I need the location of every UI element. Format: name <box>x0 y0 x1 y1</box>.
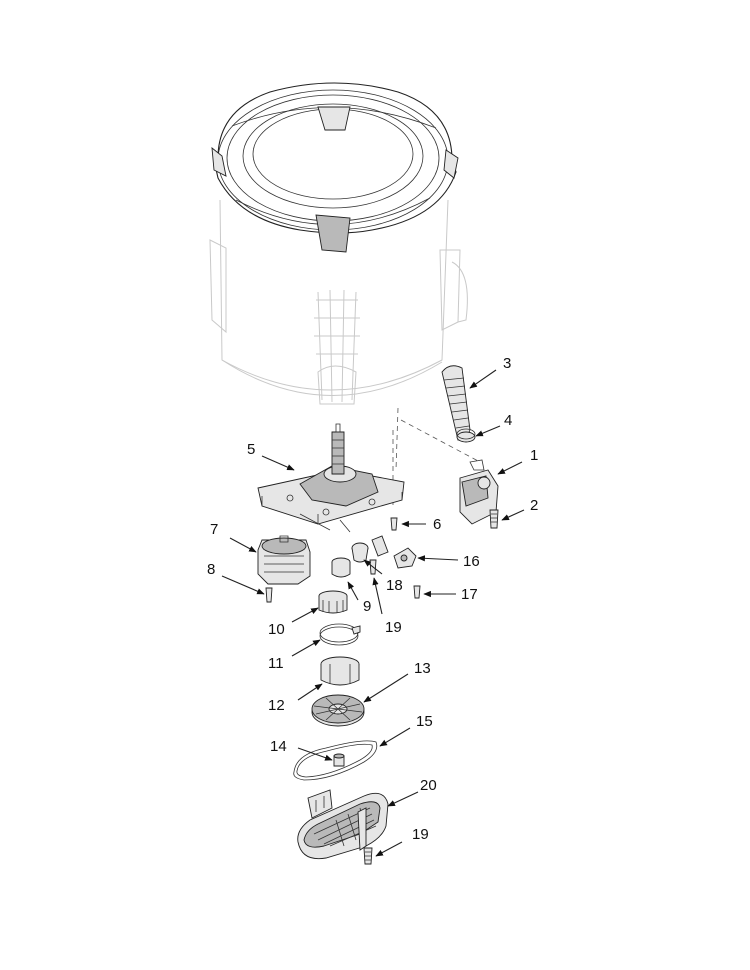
callout-18: 18 <box>386 577 403 594</box>
coupler <box>331 557 351 578</box>
collar-part-10 <box>318 590 348 614</box>
arrow-19-upper <box>372 577 383 615</box>
callout-2: 2 <box>530 497 538 514</box>
drive-pulley-part-14 <box>333 753 345 767</box>
callout-arrows <box>221 369 525 857</box>
screw-part-6 <box>390 517 398 531</box>
arrow-19-lower <box>375 841 403 857</box>
gearcase-plate <box>257 423 405 533</box>
arrow-16 <box>417 555 459 562</box>
drain-pump <box>459 459 499 525</box>
screw-part-2 <box>489 509 499 529</box>
arrow-5 <box>261 455 295 471</box>
callout-1: 1 <box>530 447 538 464</box>
callout-6: 6 <box>433 516 441 533</box>
callout-19-upper: 19 <box>385 619 402 636</box>
callout-13: 13 <box>414 660 431 677</box>
arrow-3 <box>469 369 497 389</box>
arrow-11 <box>291 639 321 657</box>
clamp-ring-part-11 <box>319 623 361 646</box>
arrow-15 <box>379 727 411 747</box>
arrow-9 <box>347 581 359 601</box>
arrow-7 <box>229 537 257 553</box>
callout-12: 12 <box>268 697 285 714</box>
arrow-12 <box>297 683 323 701</box>
callout-4: 4 <box>504 412 512 429</box>
arrow-4 <box>475 425 501 437</box>
base-cover-part-20 <box>297 789 389 860</box>
callout-16: 16 <box>463 553 480 570</box>
callout-9: 9 <box>363 598 371 615</box>
callout-7: 7 <box>210 521 218 538</box>
outer-tub <box>209 82 481 505</box>
hose-clamp <box>456 428 476 443</box>
callout-20: 20 <box>420 777 437 794</box>
arrow-14 <box>297 747 333 761</box>
arrow-10 <box>291 607 319 623</box>
callout-5: 5 <box>247 441 255 458</box>
arrow-1 <box>497 461 523 475</box>
callout-10: 10 <box>268 621 285 638</box>
screw-part-17 <box>413 585 421 599</box>
arrow-2 <box>501 509 525 521</box>
callout-11: 11 <box>268 655 284 672</box>
pulley-part-13 <box>311 694 365 727</box>
belt-part-15 <box>293 740 378 781</box>
arrow-20 <box>387 791 419 807</box>
screw-part-19-upper <box>369 535 389 575</box>
arrow-8 <box>221 575 265 595</box>
arrow-13 <box>363 673 409 703</box>
callout-3: 3 <box>503 355 511 372</box>
screw-part-8 <box>265 587 273 603</box>
bushing-part-18 <box>351 542 369 563</box>
callout-19-lower: 19 <box>412 826 429 843</box>
callout-15: 15 <box>416 713 433 730</box>
callout-labels: 1 2 3 4 5 6 7 8 9 10 11 12 13 14 15 16 1… <box>207 355 538 843</box>
callout-14: 14 <box>270 738 287 755</box>
switch-part-16 <box>393 547 417 569</box>
callout-17: 17 <box>461 586 478 603</box>
arrow-18 <box>363 559 383 575</box>
callout-8: 8 <box>207 561 215 578</box>
screw-part-19-lower <box>363 847 373 865</box>
motor <box>257 535 311 585</box>
hub-part-12 <box>320 656 360 686</box>
